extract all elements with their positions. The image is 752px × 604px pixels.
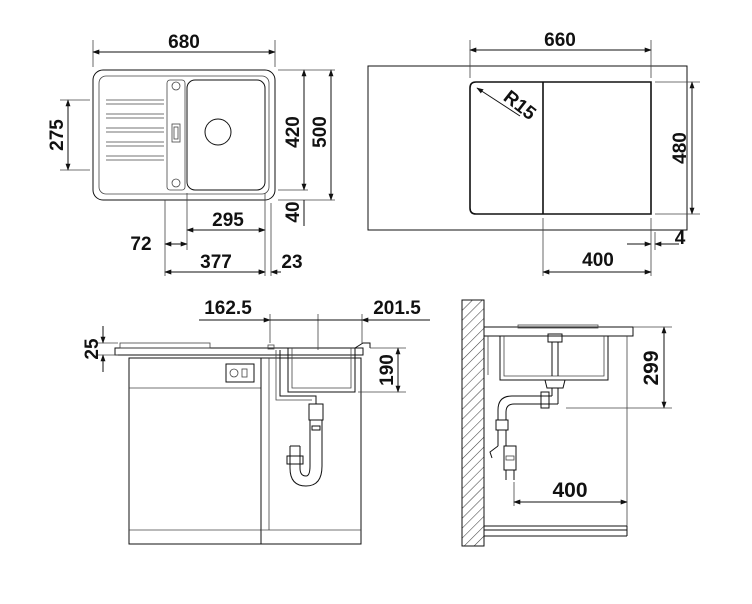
- dim-295: 295: [212, 210, 244, 231]
- side-view: 299 400: [461, 299, 672, 547]
- dim-40: 40: [283, 201, 304, 222]
- dim-201-5: 201.5: [373, 298, 421, 319]
- dim-275: 275: [47, 119, 68, 151]
- drainboard-ribs: [106, 99, 164, 161]
- dim-R15: R15: [499, 87, 540, 125]
- dim-162-5: 162.5: [204, 298, 252, 319]
- wall: [461, 299, 485, 547]
- dim-400-top: 400: [582, 250, 614, 271]
- front-view: 25 162.5 201.5 190: [82, 298, 430, 545]
- dim-25: 25: [82, 338, 103, 360]
- dim-299: 299: [640, 350, 663, 385]
- dim-480: 480: [670, 132, 691, 164]
- dim-680: 680: [168, 32, 200, 53]
- dim-400-side: 400: [552, 479, 587, 502]
- dim-377: 377: [200, 252, 232, 273]
- dim-4: 4: [675, 228, 686, 249]
- dim-500: 500: [310, 116, 331, 148]
- drain-circle: [204, 118, 232, 146]
- top-view: 680 275 420 500 40 295 72 377: [47, 32, 335, 276]
- cutout-view: R15 660 480 4 400: [367, 30, 700, 276]
- dim-660: 660: [544, 30, 576, 51]
- control-box: [225, 363, 255, 383]
- dim-420: 420: [283, 116, 304, 148]
- dim-23: 23: [281, 252, 302, 273]
- sink-outline: [92, 69, 276, 201]
- dim-72: 72: [130, 234, 151, 255]
- dim-190: 190: [377, 354, 398, 386]
